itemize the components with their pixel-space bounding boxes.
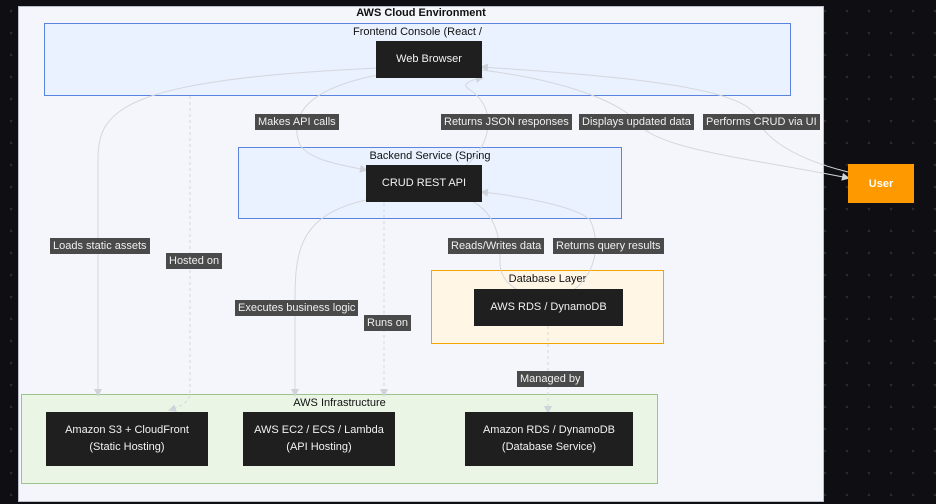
frontend-console-title: Frontend Console (React / xyxy=(352,26,482,38)
edge-label-displays-updated: Displays updated data xyxy=(579,114,694,130)
edge-loads-static xyxy=(94,67,379,397)
edge-label-returns-query: Returns query results xyxy=(553,238,664,254)
edge-label-managed-by: Managed by xyxy=(517,371,584,387)
edge-hosted-on xyxy=(168,96,191,412)
user-label: User xyxy=(868,177,894,190)
ec2-ecs-lambda-label: AWS EC2 / ECS / Lambda (API Hosting) xyxy=(254,424,384,453)
edge-label-hosted-on: Hosted on xyxy=(166,253,223,269)
edge-label-makes-api-calls: Makes API calls xyxy=(255,114,339,130)
crud-rest-api-label: CRUD REST API xyxy=(381,177,467,189)
backend-service-title: Backend Service (Spring xyxy=(369,150,491,162)
edge-returns-query xyxy=(480,188,596,299)
s3-cloudfront-node[interactable]: Amazon S3 + CloudFront (Static Hosting) xyxy=(46,412,208,466)
aws-cloud-title: AWS Cloud Environment xyxy=(356,7,486,19)
edge-label-runs-on: Runs on xyxy=(364,315,411,331)
edge-label-returns-json: Returns JSON responses xyxy=(441,114,572,130)
edge-label-reads-writes: Reads/Writes data xyxy=(448,238,545,254)
edge-label-executes-logic: Executes business logic xyxy=(235,300,359,316)
crud-rest-api-node[interactable]: CRUD REST API xyxy=(366,165,482,202)
aws-rds-dynamodb-node[interactable]: AWS RDS / DynamoDB xyxy=(474,289,623,326)
rds-dynamodb-service-label: Amazon RDS / DynamoDB (Database Service) xyxy=(482,424,616,453)
edge-label-performs-crud: Performs CRUD via UI xyxy=(703,114,820,130)
user-node[interactable]: User xyxy=(848,164,914,203)
web-browser-node[interactable]: Web Browser xyxy=(376,41,482,78)
s3-cloudfront-label: Amazon S3 + CloudFront (Static Hosting) xyxy=(65,424,189,453)
rds-dynamodb-service-node[interactable]: Amazon RDS / DynamoDB (Database Service) xyxy=(465,412,633,466)
edge-performs-crud xyxy=(480,63,849,173)
database-layer-title: Database Layer xyxy=(508,273,587,285)
edge-makes-api-calls xyxy=(296,74,379,173)
ec2-ecs-lambda-node[interactable]: AWS EC2 / ECS / Lambda (API Hosting) xyxy=(243,412,395,466)
aws-rds-dynamodb-label: AWS RDS / DynamoDB xyxy=(490,301,607,313)
edge-executes-logic xyxy=(291,199,367,397)
web-browser-label: Web Browser xyxy=(396,53,462,65)
edge-returns-json xyxy=(459,75,489,171)
edge-label-loads-static: Loads static assets xyxy=(50,238,150,254)
aws-infrastructure-title: AWS Infrastructure xyxy=(293,397,386,409)
